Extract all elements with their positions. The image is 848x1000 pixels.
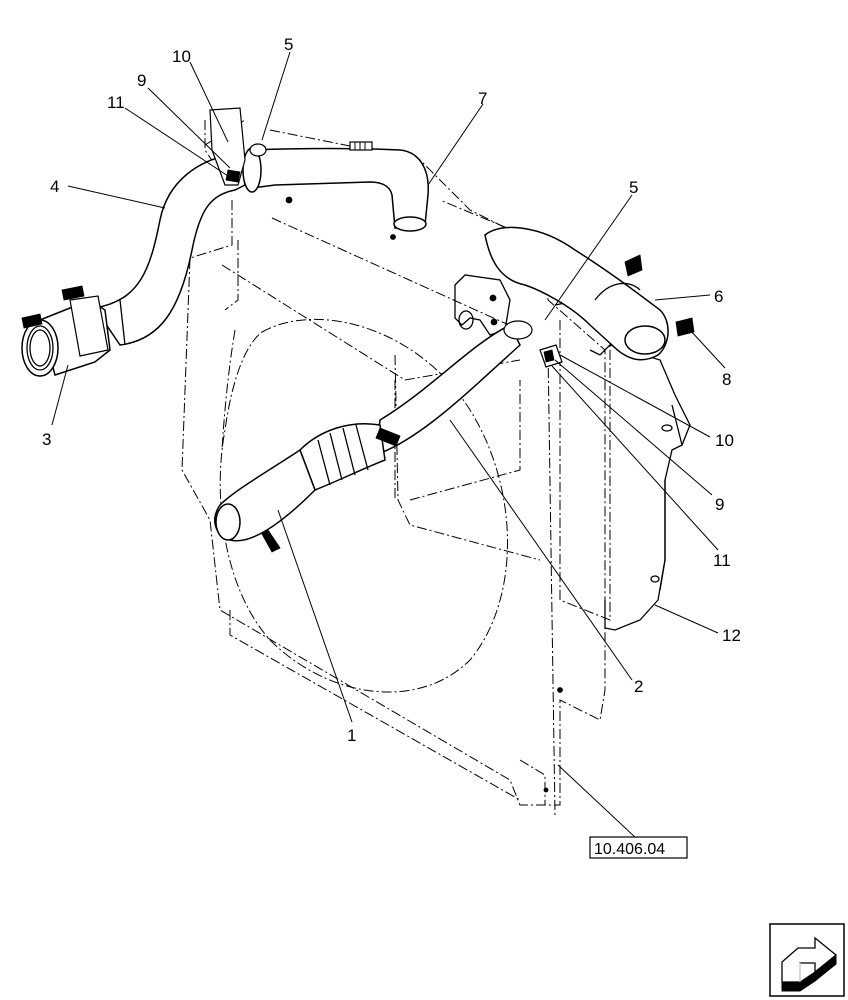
callout-9: 9 xyxy=(715,495,724,514)
inlet-coupling xyxy=(21,285,111,377)
callout-12: 12 xyxy=(722,626,741,645)
callout-3: 3 xyxy=(42,430,51,449)
callout-6: 6 xyxy=(714,287,723,306)
callout-10: 10 xyxy=(172,47,191,66)
fittings xyxy=(209,107,695,368)
callout-4: 4 xyxy=(50,177,59,196)
reference-label: 10.406.04 xyxy=(594,841,665,858)
callout-10: 10 xyxy=(715,431,734,450)
callout-2: 2 xyxy=(634,677,643,696)
callout-11: 11 xyxy=(107,93,125,112)
reference-box[interactable] xyxy=(589,836,688,859)
next-page-arrow-icon[interactable] xyxy=(769,923,845,997)
callout-8: 8 xyxy=(722,370,731,389)
callout-7: 7 xyxy=(478,89,487,108)
reference-link[interactable]: 10.406.04 xyxy=(589,836,688,859)
callout-labels: 10 5 9 11 7 4 5 6 8 10 9 11 3 12 2 1 xyxy=(42,35,741,745)
mounting-bracket xyxy=(285,196,563,793)
upper-hose xyxy=(93,141,429,346)
lower-hose xyxy=(214,226,669,553)
callout-1: 1 xyxy=(347,726,356,745)
callout-5: 5 xyxy=(284,35,293,54)
callout-9: 9 xyxy=(137,71,146,90)
callout-5: 5 xyxy=(629,178,638,197)
leader-lines xyxy=(51,51,726,839)
callout-11: 11 xyxy=(713,551,731,570)
